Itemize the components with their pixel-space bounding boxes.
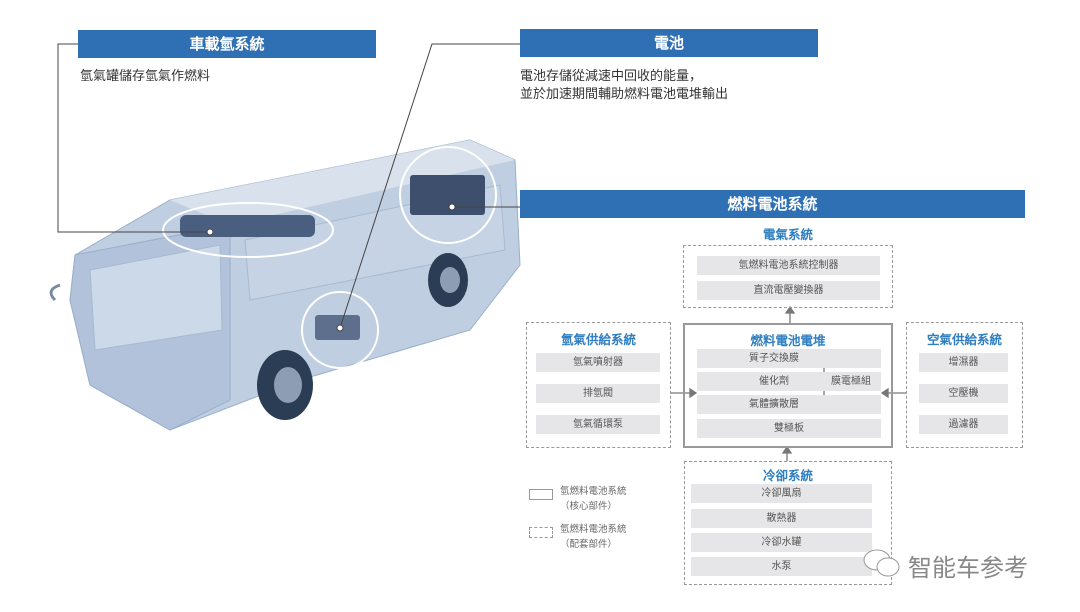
fuel-cell-stack-box: 燃料電池電堆 質子交換膜 催化劑 膜電極組 氣體擴散層 雙極板: [683, 323, 893, 448]
hydrogen-item: 排氫閥: [536, 384, 660, 403]
cooling-item: 散熱器: [691, 509, 872, 528]
hydrogen-item: 氫氣循環泵: [536, 415, 660, 434]
membrane-electrode-group-label: 膜電極組: [831, 376, 871, 387]
air-supply-box: 空氣供給系統 增濕器 空壓機 過濾器: [906, 322, 1023, 448]
watermark-text: 智能车参考: [908, 554, 1028, 582]
cooling-item: 冷卻水罐: [691, 533, 872, 552]
wheels: [257, 253, 468, 420]
wechat-icon: [862, 548, 902, 578]
stack-item-label: 催化劑: [759, 376, 789, 387]
stack-item: 催化劑 膜電極組: [697, 372, 881, 391]
battery-pack: [399, 146, 497, 244]
legend-core-line1: 氫燃料電池系統: [560, 486, 627, 497]
electric-item: 直流電壓變換器: [697, 281, 880, 300]
stack-item-label: 氣體擴散層: [749, 399, 799, 410]
stack-item: 氣體擴散層: [697, 395, 881, 414]
cooling-item: 水泵: [691, 557, 872, 576]
stack-title: 燃料電池電堆: [750, 333, 826, 348]
legend-support: 氫燃料電池系統 （配套部件）: [560, 522, 627, 552]
cooling-title: 冷卻系統: [762, 468, 813, 483]
stack-item-label: 質子交換膜: [749, 353, 799, 364]
legend-dashed-swatch: [529, 527, 553, 538]
legend-core-line2: （核心部件）: [560, 501, 618, 512]
stack-item: 質子交換膜: [697, 349, 881, 368]
air-item: 過濾器: [919, 415, 1008, 434]
air-supply-title: 空氣供給系統: [926, 332, 1002, 347]
leader-lines: [57, 43, 520, 332]
cooling-system-box: 冷卻系統 冷卻風扇 散熱器 冷卻水罐 水泵: [684, 461, 892, 585]
stack-item: 雙極板: [697, 419, 881, 438]
callout-fuel-cell-header: 燃料電池系統: [520, 190, 1025, 218]
hydrogen-tanks: [162, 202, 334, 258]
air-item: 增濕器: [919, 353, 1008, 372]
legend-support-line2: （配套部件）: [560, 539, 618, 550]
legend-support-line1: 氫燃料電池系統: [560, 524, 627, 535]
cooling-item: 冷卻風扇: [691, 484, 872, 503]
hydrogen-supply-title: 氫氣供給系統: [560, 332, 636, 347]
legend-core: 氫燃料電池系統 （核心部件）: [560, 484, 627, 514]
hydrogen-item: 氫氣噴射器: [536, 353, 660, 372]
callout-battery-header: 電池: [520, 29, 818, 57]
electric-item: 氫燃料電池系統控制器: [697, 256, 880, 275]
air-item: 空壓機: [919, 384, 1008, 403]
callout-battery-desc-2: 並於加速期間輔助燃料電池電堆輸出: [520, 87, 729, 102]
callout-battery-desc-1: 電池存儲從減速中回收的能量，: [520, 69, 703, 84]
callout-hydrogen-system-header: 車載氫系統: [78, 30, 376, 58]
electric-system-box: 氫燃料電池系統控制器 直流電壓變換器: [683, 245, 893, 308]
hydrogen-supply-box: 氫氣供給系統 氫氣噴射器 排氫閥 氫氣循環泵: [526, 322, 671, 448]
legend-solid-swatch: [529, 489, 553, 500]
callout-hydrogen-desc: 氫氣罐儲存氫氣作燃料: [80, 69, 211, 84]
electric-system-title: 電氣系統: [762, 227, 813, 242]
